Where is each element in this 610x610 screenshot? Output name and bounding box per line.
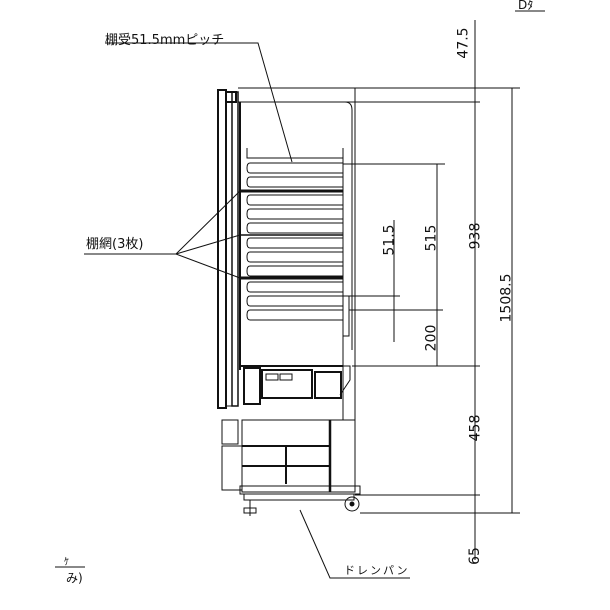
left-partial-bottom-label: み) bbox=[66, 571, 83, 585]
dim-overall-height: 1508.5 bbox=[498, 273, 515, 323]
dim-top-clearance: 47.5 bbox=[455, 27, 472, 59]
dim-shelf-span: 515 bbox=[423, 224, 440, 252]
dimension-lines bbox=[343, 20, 520, 560]
cabinet-body bbox=[238, 87, 356, 420]
door-frame bbox=[217, 89, 239, 409]
lower-base bbox=[221, 419, 361, 516]
drain-pan-label: ドレンパン bbox=[344, 564, 410, 577]
dim-lower-shelf: 200 bbox=[423, 324, 440, 352]
machine-compartment bbox=[240, 365, 351, 405]
top-right-partial-label: Dﾀ bbox=[518, 0, 534, 12]
shelf-rails bbox=[240, 148, 350, 420]
shelf-support-pitch-label: 棚受51.5mmピッチ bbox=[105, 33, 225, 48]
dim-caster-height: 65 bbox=[466, 547, 483, 565]
dim-base-height: 458 bbox=[467, 414, 484, 442]
shelf-nets-label: 棚網(3枚) bbox=[86, 237, 144, 252]
left-partial-top-label: ｹ bbox=[64, 557, 69, 568]
dim-shelf-pitch: 51.5 bbox=[381, 224, 398, 256]
dim-interior-height: 938 bbox=[467, 222, 484, 250]
leader-lines bbox=[55, 10, 545, 579]
